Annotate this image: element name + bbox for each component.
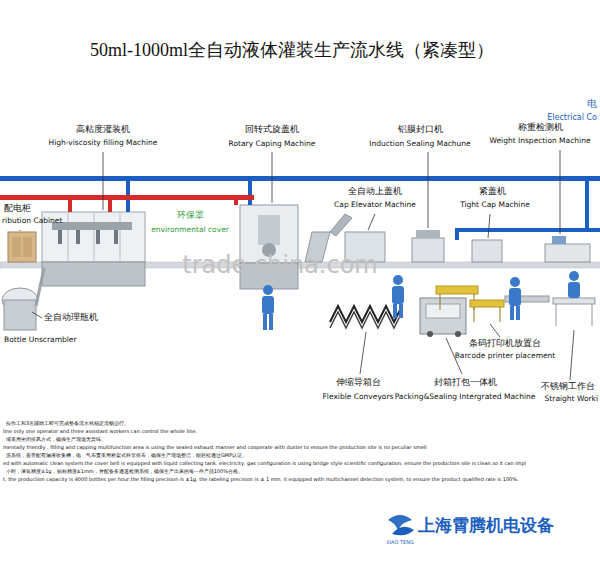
- note: 操作工和3名辅助工即可完成整条流水线稳定流畅运行。: [6, 421, 129, 427]
- part-label: 称重检测机: [518, 122, 563, 132]
- part-label: 电: [587, 98, 597, 110]
- part-label: 配电柜: [4, 203, 31, 213]
- note: t, the production capacity is 4000 bottl…: [3, 477, 519, 483]
- part-label: 封箱打包一体机: [434, 377, 497, 387]
- part-label: Induction Sealing Machune: [369, 140, 470, 149]
- note: 域采用密闭排风方式，确保生产现场无异味。: [6, 437, 106, 443]
- part-label: ribution Cabinet: [2, 217, 62, 226]
- company-name: 上海霄腾机电设备: [418, 516, 554, 536]
- part-label: 紧盖机: [479, 186, 506, 196]
- part-label: 全自动理瓶机: [44, 312, 98, 322]
- part-label: Packing&Sealing Intergrated Machine: [395, 393, 536, 402]
- note: line only one operator and three assista…: [3, 429, 197, 435]
- part-label: 环保罩: [177, 210, 204, 220]
- part-label: 高粘度灌装机: [76, 124, 130, 134]
- part-label: Tight Cap Machine: [460, 201, 530, 210]
- part-label: Flexible Conveyors: [323, 393, 394, 402]
- part-label: Weight Inspection Machine: [489, 137, 590, 146]
- note: 小时，灌装精度±1g，贴标精度±1mm，并配备多通道检测系统，确保生产出来的每一…: [6, 469, 243, 475]
- note: mentally friendly , filling and capping …: [3, 445, 427, 451]
- note: ed with automatic clean system,the cover…: [3, 461, 526, 467]
- part-label: 条码打印机放置台: [469, 338, 541, 348]
- watermark: trade.china.com: [182, 252, 378, 280]
- logo-text: XIAO TENG: [386, 540, 414, 546]
- part-label: Cap Elevator Machine: [334, 201, 416, 210]
- part-label: Straight Worki: [545, 395, 598, 404]
- part-label: Rotary Caping Machine: [229, 140, 316, 149]
- part-label: 不锈钢工作台: [541, 381, 595, 391]
- part-label: 全自动上盖机: [348, 186, 402, 196]
- part-label: Barcode printer placement: [455, 352, 556, 361]
- part-label: Bottle Unscrambler: [4, 336, 77, 345]
- part-label: environmental cover: [151, 226, 229, 235]
- part-label: High-viscosity filling Machine: [49, 139, 158, 148]
- part-label: 伸缩导箱台: [336, 377, 381, 387]
- part-label: 铝膜封口机: [398, 124, 443, 134]
- part-label: Electrical Co: [547, 113, 597, 122]
- part-label: 回转式旋盖机: [245, 124, 299, 134]
- title: 50ml-1000ml全自动液体灌装生产流水线（紧凑型）: [90, 40, 494, 61]
- note: 洗系统，盖带配有漏液收集槽，电、气布置采用桥架式科学排布，确保生产现场整洁，能轻…: [6, 453, 247, 459]
